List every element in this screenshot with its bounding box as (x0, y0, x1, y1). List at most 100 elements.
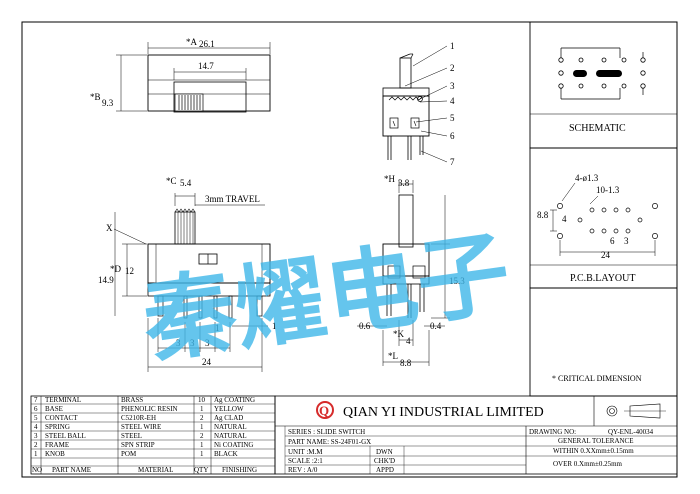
travel-note: 3mm TRAVEL (205, 194, 260, 204)
front-view: *C 5.4 3mm TRAVEL X *D 12 14.9 3 3 3 1 1… (98, 176, 277, 372)
top-view: *A 26.1 14.7 *B 9.3 (90, 37, 271, 113)
pcb-dim-88: 8.8 (537, 210, 549, 220)
company-logo: Q (316, 401, 334, 419)
bom-no: 3 (34, 432, 38, 440)
callout-4: 4 (450, 96, 455, 106)
bom-finish: NATURAL (214, 432, 247, 440)
bom-row: 7 TERMINAL BRASS 10 Ag COATING (34, 396, 255, 404)
dim-b-value: 9.3 (102, 98, 114, 108)
company-name: QIAN YI INDUSTRIAL LIMITED (343, 405, 544, 420)
pcb-layout-box: 4-ø1.3 10-1.3 8.8 4 24 6 3 (529, 147, 678, 289)
bearing-symbol (606, 403, 666, 419)
scale-label: SCALE :2:1 (288, 457, 323, 465)
bom-qty: 1 (200, 450, 204, 458)
x-marker: X (106, 223, 113, 233)
bom-material: STEEL (121, 432, 142, 440)
dim-h-value: 3.8 (398, 178, 410, 188)
critical-note: * CRITICAL DIMENSION (552, 374, 642, 383)
side-section-view: 1 2 3 4 5 6 7 (382, 41, 455, 167)
dim-k-value: 4 (406, 336, 411, 346)
dim-l-value: 8.8 (400, 358, 412, 368)
bom-no: 5 (34, 414, 38, 422)
callout-1: 1 (450, 41, 455, 51)
bom-finish: Ag CLAD (214, 414, 243, 422)
callout-3: 3 (450, 81, 455, 91)
dim-a-value: 26.1 (199, 39, 215, 49)
pcb-title: P.C.B.LAYOUT (570, 273, 635, 284)
title-block: Q QIAN YI INDUSTRIAL LIMITED SERIES : SL… (274, 395, 678, 475)
pcb-holes (557, 203, 658, 239)
bom-qty: 10 (198, 396, 206, 404)
bom-qty: 1 (200, 441, 204, 449)
bom-qty: 2 (200, 414, 204, 422)
drawing-no-label: DRAWING NO: (529, 428, 576, 436)
bom-part: CONTACT (45, 414, 78, 422)
dim-inner-value: 14.7 (198, 61, 214, 71)
bom-material: SPN STRIP (121, 441, 155, 449)
bom-finish: BLACK (214, 450, 238, 458)
watermark: 秦燿电子 (136, 222, 516, 374)
pitch-b: 3 (190, 338, 195, 348)
pcb-dim-24: 24 (601, 250, 611, 260)
bom-header-finish: FINISHING (222, 466, 257, 474)
callout-2: 2 (450, 63, 455, 73)
unit-label: UNIT :M.M (288, 448, 323, 456)
front-view-pins (157, 295, 263, 319)
callout-5: 5 (450, 113, 455, 123)
bom-material: STEEL WIRE (121, 423, 161, 431)
pin-width-a: 1 (215, 323, 220, 333)
steel-ball (417, 96, 423, 102)
bom-finish: NATURAL (214, 423, 247, 431)
dim-k-label: *K (393, 329, 405, 339)
bom-part: FRAME (45, 441, 69, 449)
bom-no: 4 (34, 423, 38, 431)
dim-c-label: *C (166, 176, 177, 186)
bom-no: 7 (34, 396, 38, 404)
top-view-body (147, 54, 271, 112)
dim-a-label: *A (186, 37, 198, 47)
bom-qty: 1 (200, 423, 204, 431)
tolerance-within: WITHIN 0.XXmm±0.15mm (553, 447, 634, 455)
pitch-c: 3 (205, 338, 210, 348)
bom-part: SPRING (45, 423, 70, 431)
dim-h-label: *H (384, 174, 396, 184)
schematic-box: SCHEMATIC (529, 21, 678, 149)
pin-dim-b: 0.4 (430, 321, 442, 331)
bom-no: 6 (34, 405, 38, 413)
pin-width-b: 1 (272, 321, 277, 331)
bom-row: 6 BASE PHENOLIC RESIN 1 YELLOW (34, 405, 244, 413)
pcb-dim-3: 3 (624, 236, 629, 246)
pin-dim-a: 0.6 (359, 321, 371, 331)
bom-part: TERMINAL (45, 396, 81, 404)
pcb-dim-4: 4 (562, 214, 567, 224)
top-view-slot (173, 81, 247, 113)
bom-no: 2 (34, 441, 38, 449)
dim-b-label: *B (90, 92, 101, 102)
end-view: *H 3.8 15.3 0.6 0.4 *K 4 *L 8.8 (357, 174, 465, 368)
spring (388, 96, 423, 101)
pcb-dim-6: 6 (610, 236, 615, 246)
bom-part: KNOB (45, 450, 65, 458)
bom-material: C5210R-EH (121, 414, 156, 422)
schematic-contacts (558, 47, 646, 100)
logo-letter: Q (319, 403, 329, 418)
bom-qty: 2 (200, 432, 204, 440)
bom-finish: Ag COATING (214, 396, 255, 404)
dim-front-height: 14.9 (98, 275, 114, 285)
callout-6: 6 (450, 131, 455, 141)
bom-row: 3 STEEL BALL STEEL 2 NATURAL (34, 432, 247, 440)
bom-header-row: NO PART NAME MATERIAL QTY FINISHING (32, 466, 257, 474)
top-view-knob (174, 93, 204, 112)
bom-material: BRASS (121, 396, 143, 404)
part-name: PART NAME: SS-24F01-GX (288, 438, 371, 446)
pitch-a: 3 (176, 338, 181, 348)
bom-header-material: MATERIAL (138, 466, 173, 474)
series-label: SERIES : SLIDE SWITCH (288, 428, 365, 436)
bom-qty: 1 (200, 405, 204, 413)
dim-front-total: 24 (202, 357, 212, 367)
dim-end-height: 15.3 (449, 276, 465, 286)
bom-no: 1 (34, 450, 38, 458)
appd-label: APPD (376, 466, 394, 474)
general-tolerance: GENERAL TOLERANCE (558, 437, 634, 445)
bom-table: 7 TERMINAL BRASS 10 Ag COATING 6 BASE PH… (30, 395, 276, 475)
